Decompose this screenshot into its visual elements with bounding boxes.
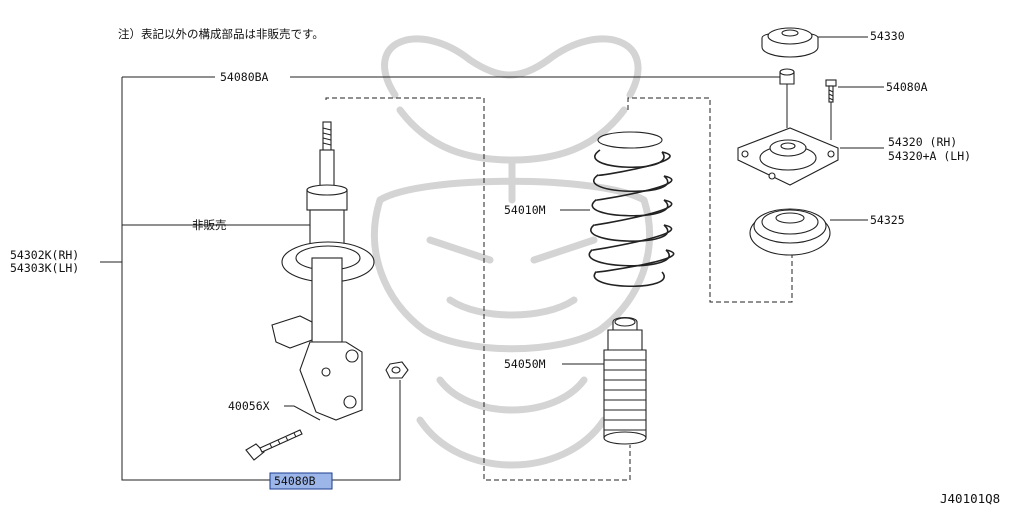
- bottom-kit-leader: [332, 380, 401, 481]
- bracket-nut: [385, 361, 409, 379]
- label-strut-rh[interactable]: 54302K(RH): [10, 248, 79, 262]
- label-mount-bolt[interactable]: 54080A: [886, 80, 928, 94]
- watermark-emblem: [370, 35, 654, 469]
- label-bump-stop[interactable]: 54050M: [504, 357, 546, 371]
- label-bottom-kit[interactable]: 54080B: [274, 474, 316, 488]
- label-cam-bolt[interactable]: 40056X: [228, 399, 270, 413]
- label-coil-spring[interactable]: 54010M: [504, 203, 546, 217]
- strut-body: [271, 121, 375, 421]
- strut-mount: [737, 127, 839, 186]
- label-upper-nut[interactable]: 54080BA: [220, 70, 269, 84]
- diagram-code: J40101Q8: [940, 491, 1000, 506]
- strut-bracket-line: [100, 76, 270, 481]
- label-strut-mount-rh[interactable]: 54320 (RH): [888, 135, 957, 149]
- label-spring-seat[interactable]: 54325: [870, 213, 905, 227]
- spring-dashed-group: [627, 97, 793, 303]
- note-text: 注）表記以外の構成部品は非販売です。: [118, 27, 324, 41]
- bump-stop-boot: [603, 316, 647, 445]
- label-strut-lh[interactable]: 54303K(LH): [10, 261, 79, 275]
- cam-bolt-leader: [284, 405, 321, 421]
- label-upper-mount-cap[interactable]: 54330: [870, 29, 905, 43]
- label-strut-mount-lh[interactable]: 54320+A (LH): [888, 149, 971, 163]
- upper-nut: [779, 68, 795, 128]
- highlighted-part-label[interactable]: 54080B: [269, 472, 333, 490]
- highlight-box: [269, 472, 333, 490]
- strut-dashed-group: [325, 97, 631, 481]
- coil-spring: [588, 131, 675, 288]
- label-not-for-sale: 非販売: [192, 218, 227, 232]
- upper-mount-cap: [761, 27, 819, 58]
- spring-seat: [749, 208, 831, 256]
- cam-bolt: [245, 429, 303, 461]
- mount-bolt: [825, 79, 837, 140]
